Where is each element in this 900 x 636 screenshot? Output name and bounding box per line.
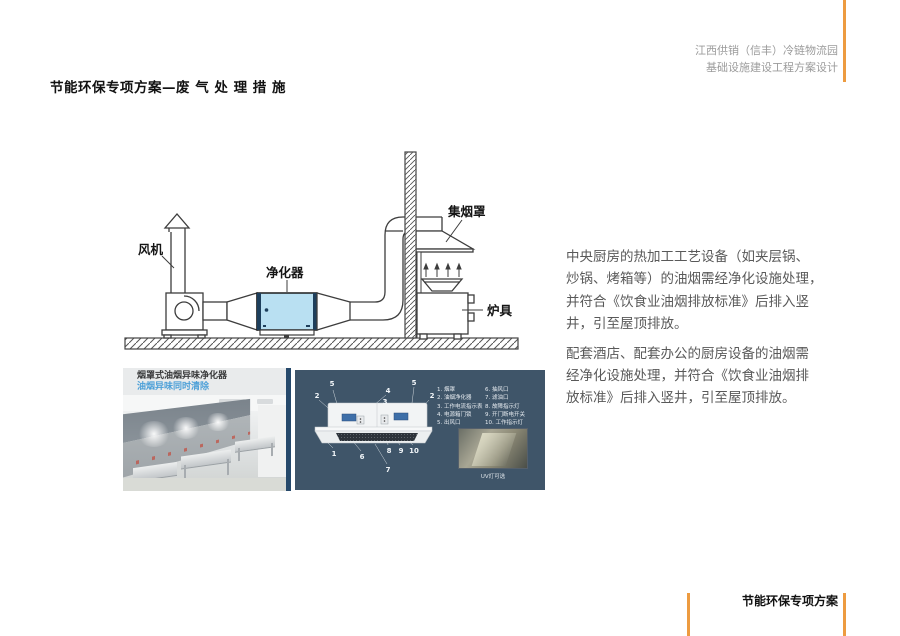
uv-inset-photo (458, 428, 528, 469)
photo-card-title: 烟罩式油烟异味净化器 (137, 371, 228, 381)
uv-inset-caption: UV灯可选 (480, 474, 506, 480)
body-line: 中央厨房的热加工工艺设备（如夹层锅、 (566, 249, 809, 265)
table-leg (238, 447, 240, 462)
photo-card-header: 烟罩式油烟异味净化器 油烟异味同时清除 (123, 368, 286, 395)
callout-number: 2 (430, 392, 435, 400)
table-leg (271, 442, 273, 457)
legend-item: 8. 故障指示灯 (485, 403, 520, 410)
header-project-name: 江西供销（信丰）冷链物流园 基础设施建设工程方案设计 (695, 42, 838, 76)
page-title: 节能环保专项方案—废 气 处 理 措 施 (50, 80, 286, 96)
body-line: 井，引至屋顶排放。 (566, 316, 688, 333)
vertical-shaft-hatch (405, 152, 416, 338)
stove-label: 炉具 (487, 303, 513, 318)
table-leg (227, 458, 229, 476)
fan-assembly (161, 213, 208, 339)
exhaust-system-diagram: 风机 净化器 集烟罩 炉具 (124, 151, 519, 350)
callout-number: 5 (412, 379, 417, 387)
hood-and-stove (415, 230, 476, 340)
body-line: 配套酒店、配套办公的厨房设备的油烟需 (566, 345, 809, 362)
photo-card-subtitle: 油烟异味同时清除 (137, 382, 210, 392)
callout-number: 2 (315, 392, 320, 400)
footer-label: 节能环保专项方案 (741, 594, 838, 608)
legend-item: 2. 油烟净化器 (437, 395, 472, 402)
purifier-unit (256, 292, 318, 338)
callout-number: 9 (399, 447, 404, 455)
legend-list: 1. 烟罩 2. 油烟净化器 3. 工作电流指示表 4. 电源箱门锁 5. 出风… (437, 386, 537, 427)
legend-item: 10. 工作指示灯 (485, 420, 523, 427)
navy-divider-strip (286, 368, 291, 491)
accent-bar-top-right (843, 0, 846, 82)
callout-number: 5 (330, 380, 335, 388)
hood-device-illustration: 5 2 4 3 5 2 1 6 7 8 9 10 (314, 379, 435, 474)
callout-number: 6 (360, 453, 365, 461)
callout-number: 3 (383, 398, 388, 406)
body-line: 经净化设施处理，并符合《饮食业油烟排 (566, 368, 809, 385)
body-line: 放标准》后排入竖井，引至屋顶排放。 (566, 390, 796, 407)
callout-number: 1 (332, 450, 337, 458)
body-paragraph-1: 中央厨房的热加工工艺设备（如夹层锅、 炒锅、烤箱等）的油烟需经净化设施处理， 并… (566, 246, 866, 336)
legend-item: 9. 开门断电开关 (485, 411, 525, 418)
ground-hatch (124, 337, 519, 350)
legend-item: 1. 烟罩 (437, 387, 455, 393)
callout-number: 7 (386, 466, 391, 474)
hood-diagram-panel: 5 2 4 3 5 2 1 6 7 8 9 10 1. 烟罩 2. 油烟净化器 … (295, 370, 545, 490)
body-text: 中央厨房的热加工工艺设备（如夹层锅、 炒锅、烤箱等）的油烟需经净化设施处理， 并… (566, 246, 866, 417)
body-paragraph-2: 配套酒店、配套办公的厨房设备的油烟需 经净化设施处理，并符合《饮食业油烟排 放标… (566, 343, 866, 410)
duct-fan-to-purifier (202, 292, 258, 331)
legend-item: 4. 电源箱门锁 (437, 411, 472, 418)
header-line-2: 基础设施建设工程方案设计 (706, 61, 838, 74)
kitchen-photo (123, 395, 286, 491)
body-line: 并符合《饮食业油烟排放标准》后排入竖 (566, 293, 809, 310)
legend-item: 3. 工作电流指示表 (437, 403, 483, 410)
kitchen-photo-card: 烟罩式油烟异味净化器 油烟异味同时清除 (123, 368, 291, 491)
ceiling-vent (257, 399, 273, 404)
uv-inset-glint (471, 433, 517, 466)
callout-number: 8 (387, 447, 392, 455)
hood-label: 集烟罩 (447, 204, 486, 219)
legend-item: 5. 出风口 (437, 420, 461, 427)
accent-bar-footer-left (687, 593, 690, 636)
callout-number: 4 (386, 387, 391, 395)
callout-number: 10 (409, 447, 419, 455)
body-line: 炒锅、烤箱等）的油烟需经净化设施处理， (566, 271, 823, 288)
steam (205, 413, 231, 431)
accent-bar-footer-right (843, 593, 846, 636)
header-line-1: 江西供销（信丰）冷链物流园 (695, 44, 838, 57)
fan-label: 风机 (138, 242, 164, 257)
purifier-label: 净化器 (266, 265, 304, 280)
steam (171, 417, 201, 439)
steam (137, 421, 171, 447)
kitchen-floor (123, 478, 286, 491)
legend-item: 6. 抽风口 (485, 387, 509, 393)
legend-item: 7. 滤油口 (485, 395, 509, 402)
